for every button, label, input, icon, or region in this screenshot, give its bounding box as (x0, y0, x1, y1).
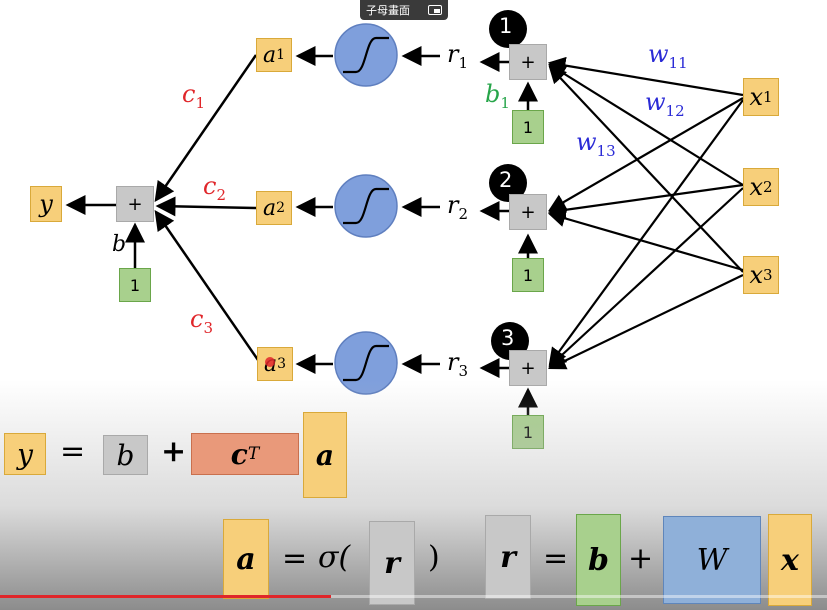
output-y: y (30, 186, 62, 222)
line-x3-r1 (548, 65, 744, 273)
eq2-sigma: σ( (318, 540, 351, 575)
eq3-b-vector: b (576, 514, 621, 606)
line-x3-r3 (548, 274, 744, 370)
line-x2-r2 (547, 183, 744, 219)
eq2-a-vector: a (223, 519, 269, 599)
a-to-output-arrows (154, 54, 260, 361)
output-bias-input: 1 (119, 268, 151, 302)
sigmoid-node-1 (334, 23, 398, 87)
eq3-equals: = (543, 541, 569, 576)
miniplayer-button[interactable]: 子母畫面 (360, 0, 448, 20)
eq3-r-vector: r (485, 515, 531, 599)
bias-input-3: 1 (512, 415, 544, 449)
bias-input-2: 1 (512, 258, 544, 292)
picture-in-picture-icon (428, 5, 442, 15)
r2-label: r2 (447, 191, 469, 223)
c1-label: c1 (182, 80, 205, 112)
w12-label: w12 (645, 88, 685, 120)
eq1-equals: = (60, 434, 86, 469)
badge-1-label: 1 (499, 14, 513, 38)
line-x1-r3 (548, 99, 744, 366)
eq2-equals: = (282, 541, 308, 576)
sigmoid-node-3 (334, 331, 398, 395)
eq2-close-paren: ) (428, 540, 440, 575)
c3-label: c3 (190, 305, 213, 337)
sigmoid-nodes (334, 23, 398, 395)
a2-label: a (262, 195, 277, 221)
miniplayer-label: 子母畫面 (366, 4, 410, 17)
badge-2 (489, 164, 527, 202)
cursor-dot (265, 357, 275, 367)
badge-1 (489, 10, 527, 48)
sum-node-1: + (509, 44, 547, 80)
eq3-plus: + (628, 541, 654, 576)
eq1-b: b (103, 435, 148, 475)
badge-2-label: 2 (499, 168, 513, 192)
eq2-r-vector: r (369, 521, 415, 605)
eq3-W-matrix: W (663, 516, 761, 604)
video-progress-fill (0, 595, 331, 598)
r-to-sigmoid-arrows (401, 46, 440, 374)
a1-label: a (262, 42, 277, 68)
sum-to-r-arrows (479, 52, 509, 378)
badge-3-label: 3 (501, 326, 515, 350)
weight-lines (547, 56, 744, 370)
eq1-a-vector: a (303, 412, 347, 498)
w13-label: w13 (576, 128, 616, 160)
output-bias-label: b (112, 232, 127, 257)
node-a3: a3 (257, 347, 293, 381)
a1-sub: 1 (276, 47, 286, 63)
line-x1-r2 (548, 97, 744, 212)
c2-label: c2 (203, 172, 226, 204)
w11-label: w11 (648, 40, 688, 72)
eq1-plus: + (161, 434, 187, 469)
output-sum-node: + (116, 186, 154, 222)
bias-arrows (125, 81, 538, 415)
eq3-x-vector: x (768, 514, 812, 606)
video-progress-bar[interactable] (0, 595, 827, 598)
sum-node-3: + (509, 350, 547, 386)
line-x3-r2 (547, 209, 744, 272)
r3-label: r3 (447, 348, 469, 380)
sigmoid-to-a-arrows (295, 46, 333, 374)
r1-label: r1 (447, 40, 469, 72)
line-x1-r1 (547, 56, 744, 97)
line-x2-r3 (548, 187, 744, 368)
a3-sub: 3 (277, 356, 287, 372)
bias-input-1: 1 (512, 110, 544, 144)
sum-node-2: + (509, 194, 547, 230)
sigmoid-node-2 (334, 174, 398, 238)
a2-sub: 2 (276, 200, 286, 216)
eq1-y: y (4, 433, 46, 475)
b1-label: b1 (485, 80, 510, 112)
line-x2-r1 (548, 63, 744, 186)
